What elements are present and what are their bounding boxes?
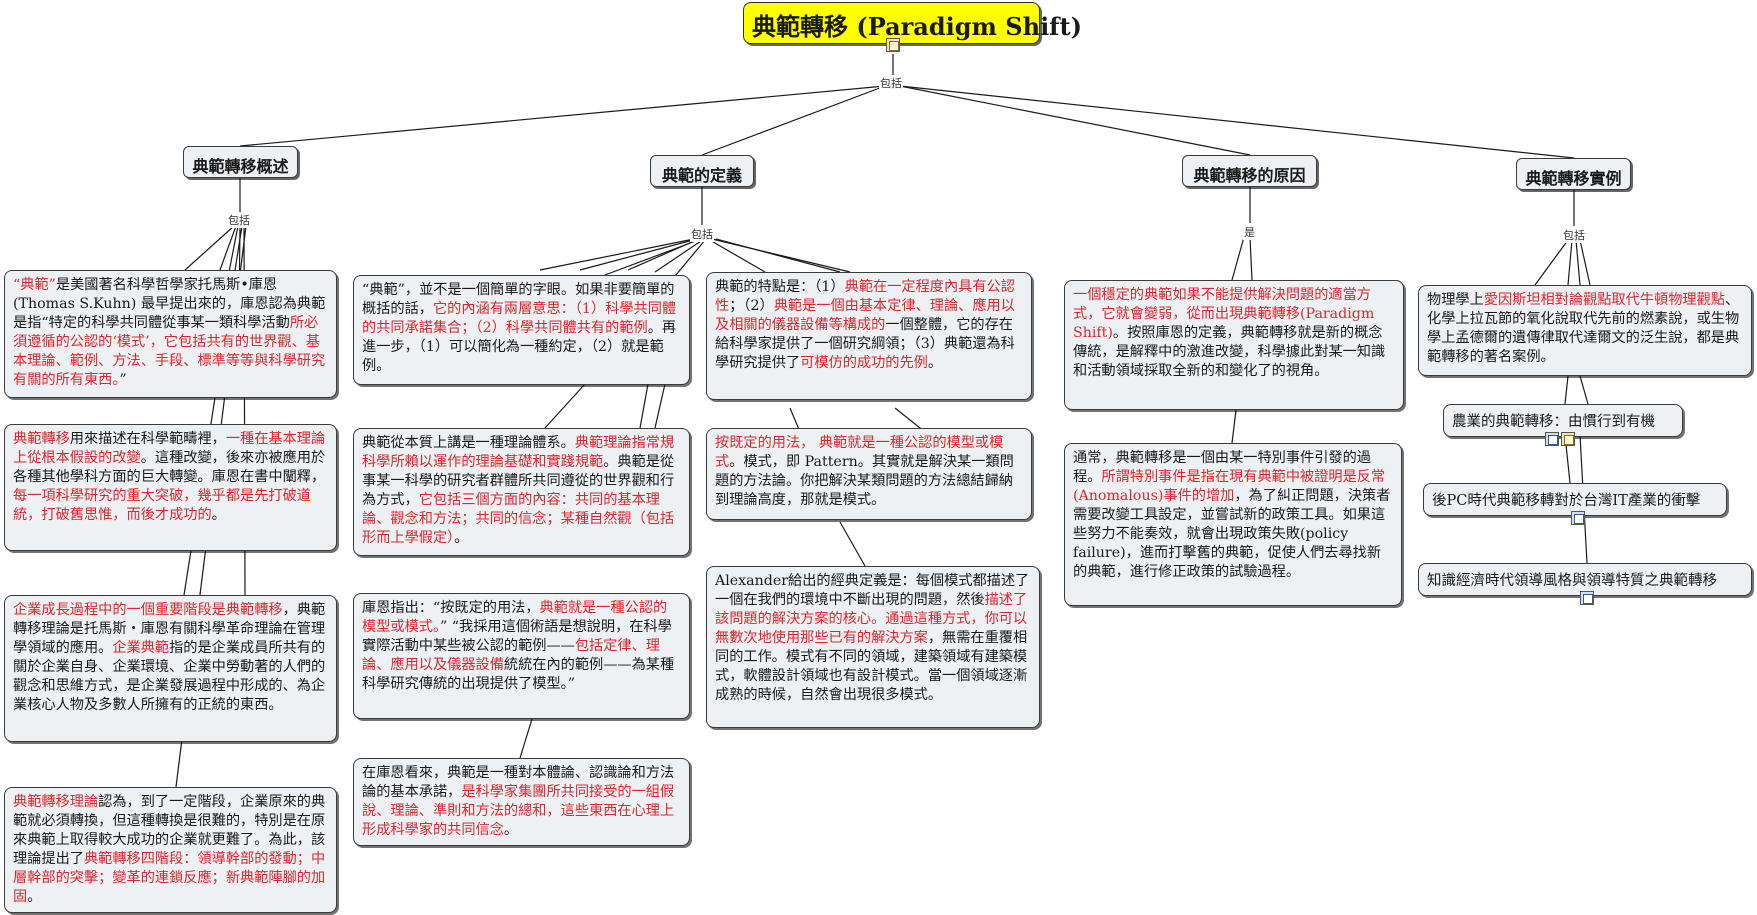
overview-node-enterprise-growth[interactable]: 企業成長過程中的一個重要階段是典範轉移，典範轉移理論是托馬斯‧庫恩有關科學革命理…: [4, 595, 337, 742]
link-icon[interactable]: [1571, 511, 1585, 525]
body-text: 。: [211, 507, 226, 523]
cause-node-special-event[interactable]: 通常，典範轉移是一個由某一特別事件引發的過程。所謂特別事件是指在現有典範中被證明…: [1064, 443, 1402, 606]
highlighted-text: 是科學家集團所共同接受的一組假說、理論、準則和方法的總和，這些東西在心理上形成科…: [362, 784, 675, 838]
overview-node-kuhn-definition[interactable]: “典範”是美國著名科學哲學家托馬斯•庫恩(Thomas S.Kuhn) 最早提出…: [4, 270, 337, 398]
body-text: 。: [927, 355, 943, 371]
body-text: Alexander給出的經典定義是：每個模式都描述了一個在我們的環境中不斷出現的…: [715, 573, 1030, 608]
branch-definition-label: 典範的定義: [661, 166, 742, 185]
body-text: 是美國著名科學哲學家托馬斯•庫恩(Thomas S.Kuhn) 最早提出來的，庫…: [13, 277, 326, 331]
root-title: 典範轉移 (Paradigm Shift): [752, 12, 1082, 41]
example-link-agriculture-label: 農業的典範轉移：由慣行到有機: [1452, 414, 1655, 430]
body-text: 用來描述在科學範疇裡，: [69, 431, 226, 447]
branch-examples[interactable]: 典範轉移實例: [1516, 158, 1631, 190]
body-text: 通常，典範轉移是一個由某一特別事件引發的過程。: [1073, 450, 1371, 485]
highlighted-text: 所謂特別事件是指在現有典範中被證明是反常(Anomalous)事件的增加: [1073, 469, 1386, 504]
highlighted-text: 典範就是一種公認的模型或模式。: [362, 600, 668, 635]
link-label-examples: 包括: [1562, 227, 1586, 243]
branch-examples-label: 典範轉移實例: [1525, 169, 1622, 188]
body-text: 庫恩指出：“按既定的用法，: [362, 600, 540, 616]
highlighted-text: 它的內涵有兩層意思：（1）科學共同體的共同承諾集合；（2）科學共同體共有的範例: [362, 301, 677, 336]
highlighted-text: 典範轉移: [13, 431, 70, 447]
branch-cause[interactable]: 典範轉移的原因: [1182, 155, 1317, 187]
link-label-root: 包括: [879, 75, 903, 91]
highlighted-text: 包括定律、理論、應用以及儀器設備: [362, 638, 660, 673]
link-icon[interactable]: [1545, 432, 1559, 446]
note-icon[interactable]: [886, 38, 900, 52]
body-text: ” “我採用這個術語是想說明，在科學實際活動中某些被公認的範例——: [362, 619, 672, 654]
body-text: 統統在內的範例——為某種科學研究傳統的出現提供了模型。”: [362, 657, 675, 692]
link-label-definition: 包括: [690, 226, 714, 242]
example-link-knowledge-economy-label: 知識經濟時代領導風格與領導特質之典範轉移: [1427, 573, 1717, 589]
highlighted-text: 企業典範: [112, 640, 170, 656]
body-text: ，無需在重覆相同的工作。模式有不同的領域，建築領域有建築模式，軟體設計領域也有設…: [715, 630, 1028, 703]
highlighted-text: 描述了該問題的解決方案的核心。通過這種方式，你可以無數次地使用那些已有的解決方案: [715, 592, 1028, 646]
body-text: 。這種改變，後來亦被應用於各種其他學科方面的巨大轉變。庫恩在書中闡釋，: [13, 450, 326, 485]
highlighted-text: 典範是一個由基本定律、理論、應用以及相關的儀器設備等構成的: [715, 298, 1015, 333]
body-text: 在庫恩看來，典範是一種對本體論、認識論和方法論的基本承諾，: [362, 765, 675, 800]
highlighted-text: “典範”: [13, 277, 56, 293]
overview-node-paradigm-shift-meaning[interactable]: 典範轉移用來描述在科學範疇裡，一種在基本理論上從根本假設的改變。這種改變，後來亦…: [4, 424, 337, 551]
cause-node-stable-paradigm[interactable]: 一個穩定的典範如果不能提供解決問題的適當方式，它就會變弱，從而出現典範轉移(Pa…: [1064, 280, 1404, 410]
highlighted-text: 典範轉移理論: [13, 794, 99, 810]
highlighted-text: 典範理論指常規科學所賴以運作的理論基礎和實踐規範: [362, 435, 675, 470]
highlighted-text: 典範在一定程度內具有公認性: [715, 279, 1015, 314]
definition-node-kuhn-quote[interactable]: 庫恩指出：“按既定的用法，典範就是一種公認的模型或模式。” “我採用這個術語是想…: [353, 593, 690, 719]
body-text: 認為，到了一定階段，企業原來的典範就必須轉換，但這種轉換是很難的，特別是在原來典…: [13, 794, 326, 867]
highlighted-text: 愛因斯坦相對論觀點取代牛頓物理觀點: [1483, 292, 1725, 308]
highlighted-text: 所必須遵循的公認的‘模式’，它包括共有的世界觀、基本理論、範例、方法、手段、標準…: [13, 315, 326, 388]
highlighted-text: 可模仿的成功的先例: [800, 355, 928, 371]
body-text: “典範”，並不是一個簡單的字眼。如果非要簡單的概括的話，: [362, 282, 675, 317]
definition-node-alexander[interactable]: Alexander給出的經典定義是：每個模式都描述了一個在我們的環境中不斷出現的…: [706, 566, 1040, 728]
link-label-cause: 是: [1243, 224, 1256, 240]
body-text: 。再進一步，（1）可以簡化為一種約定，（2）就是範例。: [362, 320, 677, 374]
body-text: 指的是企業成員所共有的關於企業自身、企業環境、企業中勞動著的人們的觀念和思維方式…: [13, 640, 326, 713]
body-text: 物理學上: [1427, 292, 1484, 308]
body-text: ”: [119, 372, 127, 388]
highlighted-text: 每一項科學研究的重大突破，幾乎都是先打破道統，打破舊思惟，而後才成功的: [13, 488, 311, 523]
link-label-overview: 包括: [227, 212, 251, 228]
highlighted-text: 它包括三個方面的內容：共同的基本理論、觀念和方法；共同的信念；某種自然觀（包括形…: [362, 492, 675, 546]
body-text: 。按照庫恩的定義，典範轉移就是新的概念傳統，是解釋中的激進改變，科學據此對某一知…: [1073, 325, 1386, 379]
example-node-famous-cases[interactable]: 物理學上愛因斯坦相對論觀點取代牛頓物理觀點、化學上拉瓦節的氧化說取代先前的燃素說…: [1418, 285, 1752, 376]
body-text: 。模式，即 Pattern。其實就是解決某一類問題的方法論。你把解決某類問題的方…: [715, 454, 1014, 508]
branch-overview[interactable]: 典範轉移概述: [183, 146, 298, 178]
note-icon[interactable]: [1561, 432, 1575, 446]
body-text: 、化學上拉瓦節的氧化說取代先前的燃素說，或生物學上孟德爾的遺傳律取代達爾文的泛生…: [1427, 292, 1740, 365]
body-text: ，典範轉移理論是托馬斯‧庫恩有關科學革命理論在管理學領域的應用。: [13, 602, 326, 656]
body-text: ；（2）: [729, 298, 774, 314]
example-link-knowledge-economy[interactable]: 知識經濟時代領導風格與領導特質之典範轉移: [1418, 563, 1752, 596]
body-text: 。: [454, 530, 469, 546]
link-icon[interactable]: [1580, 591, 1594, 605]
overview-node-four-stages[interactable]: 典範轉移理論認為，到了一定階段，企業原來的典範就必須轉換，但這種轉換是很難的，特…: [4, 787, 337, 913]
body-text: 一個整體，它的存在給科學家提供了一個研究綱領；（3）典範還為科學研究提供了: [715, 317, 1015, 371]
branch-overview-label: 典範轉移概述: [192, 157, 289, 176]
definition-node-theory-system[interactable]: 典範從本質上講是一種理論體系。典範理論指常規科學所賴以運作的理論基礎和實踐規範。…: [353, 428, 690, 556]
highlighted-text: 企業成長過程中的一個重要階段是典範轉移: [13, 602, 283, 618]
body-text: 。: [503, 822, 519, 838]
definition-node-characteristics[interactable]: 典範的特點是：（1）典範在一定程度內具有公認性；（2）典範是一個由基本定律、理論…: [706, 272, 1032, 400]
body-text: 。典範是從事某一科學的研究者群體所共同遵從的世界觀和行為方式，: [362, 454, 675, 508]
highlighted-text: 一種在基本理論上從根本假設的改變: [13, 431, 326, 466]
body-text: ，為了糾正問題，決策者需要改變工具設定，並嘗試新的政策工具。如果這些努力不能奏效…: [1073, 488, 1391, 580]
branch-definition[interactable]: 典範的定義: [650, 155, 754, 187]
highlighted-text: 按既定的用法， 典範就是一種公認的模型或模式: [715, 435, 1004, 470]
body-text: 典範從本質上講是一種理論體系。: [362, 435, 575, 451]
definition-node-pattern[interactable]: 按既定的用法， 典範就是一種公認的模型或模式。模式，即 Pattern。其實就是…: [706, 428, 1032, 520]
definition-node-two-meanings[interactable]: “典範”，並不是一個簡單的字眼。如果非要簡單的概括的話，它的內涵有兩層意思：（1…: [353, 275, 690, 385]
example-link-post-pc-label: 後PC時代典範移轉對於台灣IT產業的衝擊: [1432, 493, 1701, 509]
highlighted-text: 典範轉移四階段：領導幹部的發動；中層幹部的突擊；變革的連鎖反應；新典範陣腳的加固: [13, 851, 326, 905]
body-text: 典範的特點是：（1）: [715, 279, 845, 295]
highlighted-text: 一個穩定的典範如果不能提供解決問題的適當方式，它就會變弱，從而出現典範轉移(Pa…: [1073, 287, 1375, 341]
branch-cause-label: 典範轉移的原因: [1193, 166, 1306, 185]
body-text: 。: [27, 889, 42, 905]
definition-node-commitment[interactable]: 在庫恩看來，典範是一種對本體論、認識論和方法論的基本承諾，是科學家集團所共同接受…: [353, 758, 690, 846]
